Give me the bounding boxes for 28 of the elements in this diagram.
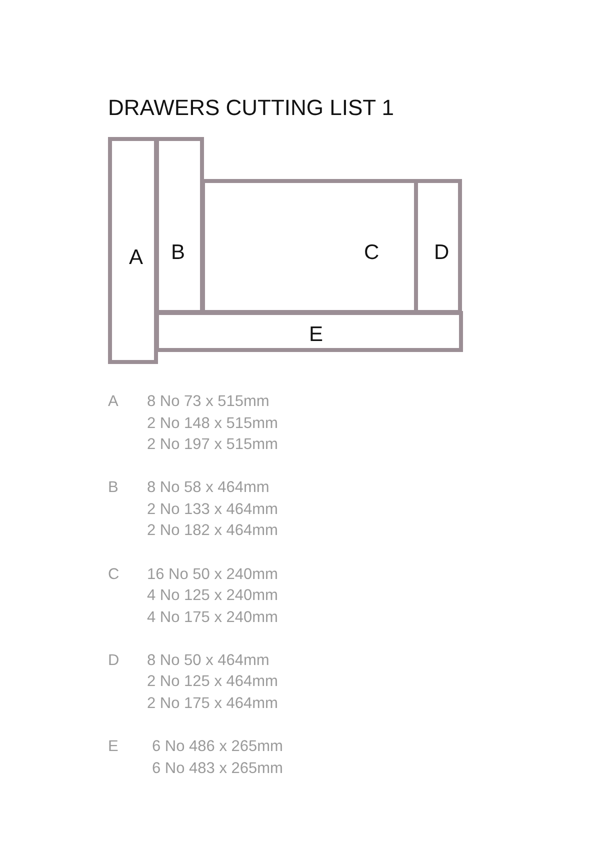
part-letter: C bbox=[364, 242, 380, 263]
part-letter: A bbox=[129, 247, 144, 268]
part-rectangle bbox=[108, 137, 158, 364]
part-rectangle bbox=[155, 311, 463, 352]
cutting-dimension: 2 No 133 x 464mm bbox=[147, 502, 278, 518]
part-letter: B bbox=[171, 242, 186, 263]
title: DRAWERS CUTTING LIST 1 bbox=[108, 95, 394, 121]
cutting-dimension: 4 No 125 x 240mm bbox=[147, 588, 278, 604]
cutting-dimension: 2 No 175 x 464mm bbox=[147, 696, 278, 712]
part-letter: D bbox=[434, 242, 450, 263]
part-letter: E bbox=[309, 324, 324, 345]
cutting-dimension: 2 No 148 x 515mm bbox=[147, 416, 278, 431]
part-letter: E bbox=[108, 739, 118, 755]
cutting-dimension: 2 No 125 x 464mm bbox=[147, 674, 278, 690]
cutting-dimension: 6 No 483 x 265mm bbox=[152, 760, 283, 776]
part-letter: A bbox=[108, 394, 118, 410]
cutting-dimension: 4 No 175 x 240mm bbox=[147, 610, 278, 626]
part-letter: C bbox=[108, 566, 120, 582]
cutting-dimension: 16 No 50 x 240mm bbox=[147, 566, 278, 582]
cutting-dimension: 2 No 197 x 515mm bbox=[147, 437, 278, 452]
cutting-dimension: 6 No 486 x 265mm bbox=[152, 739, 283, 755]
cutting-dimension: 8 No 73 x 515mm bbox=[147, 394, 270, 410]
cutting-dimension: 8 No 58 x 464mm bbox=[147, 480, 270, 496]
part-letter: D bbox=[108, 652, 120, 668]
part-rectangle bbox=[155, 137, 204, 314]
part-letter: B bbox=[108, 480, 118, 496]
cutting-dimension: 2 No 182 x 464mm bbox=[147, 523, 278, 539]
cutting-dimension: 8 No 50 x 464mm bbox=[147, 652, 270, 668]
